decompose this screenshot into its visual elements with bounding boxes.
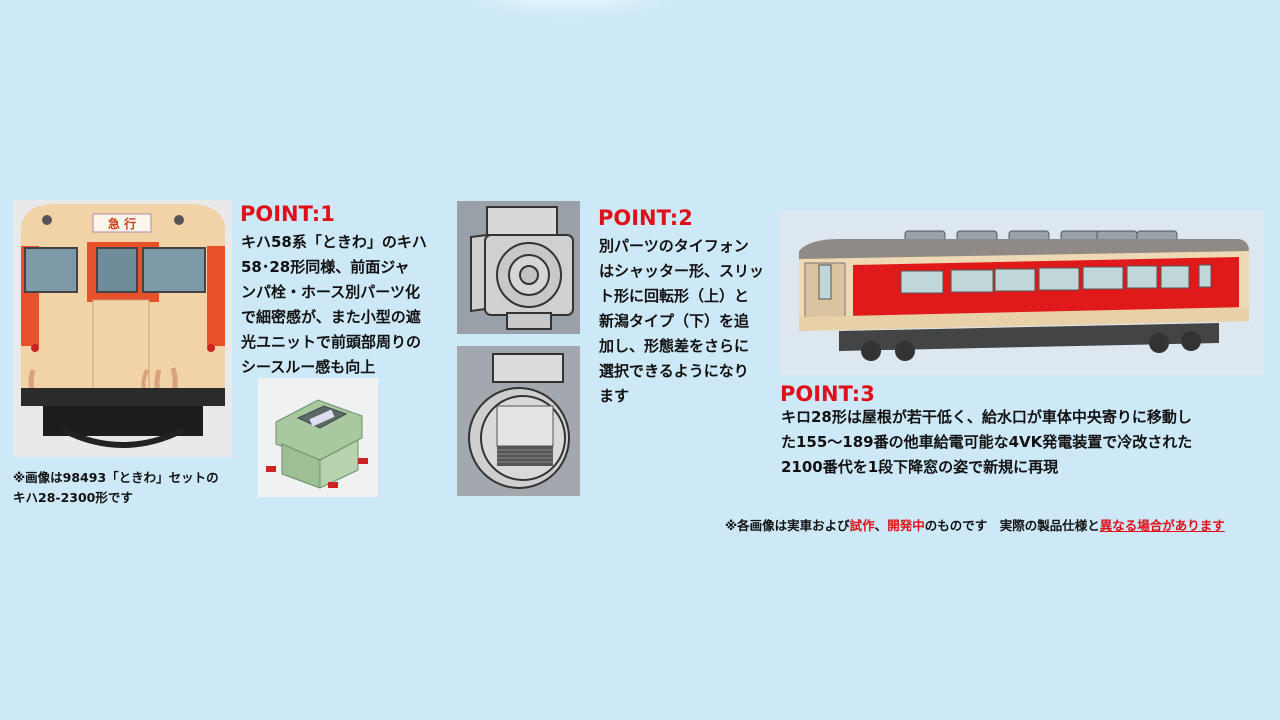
disclaimer-part1: ※各画像は実車および [725, 518, 850, 533]
disclaimer-note: ※各画像は実車および試作、開発中のものです 実際の製品仕様と異なる場合があります [725, 515, 1225, 534]
disclaimer-diff: 異なる場合があります [1099, 518, 1225, 533]
disclaimer-trial: 試作 [849, 518, 875, 533]
point1-text: キハ58系「ときわ」のキハ 58･28形同様、前面ジャ ンパ栓・ホース別パーツ化… [241, 233, 427, 376]
top-glow [440, 0, 700, 20]
point3-title: POINT:3 [780, 382, 875, 406]
disclaimer-sep: 、 [874, 518, 888, 533]
point2-text: 別パーツのタイフォン はシャッター形、スリッ ト形に回転形（上）と 新潟タイプ（… [599, 237, 765, 405]
horn-rotary-image [457, 201, 580, 334]
disclaimer-part2: のものです 実際の製品仕様と [924, 518, 1100, 533]
train-front-image: 急 行 [13, 200, 232, 457]
point3-text: キロ28形は屋根が若干低く、給水口が車体中央寄りに移動し た155～189番の他… [781, 408, 1193, 476]
disclaimer-dev: 開発中 [887, 518, 925, 533]
horn-niigata-image [457, 346, 580, 496]
point2-title: POINT:2 [598, 206, 693, 230]
express-sign: 急 行 [108, 216, 136, 231]
light-unit-image [258, 378, 378, 497]
kiro28-car-image [779, 211, 1264, 375]
point1-title: POINT:1 [240, 202, 335, 226]
front-image-caption: ※画像は98493「ときわ」セットの キハ28-2300形です [13, 470, 219, 505]
